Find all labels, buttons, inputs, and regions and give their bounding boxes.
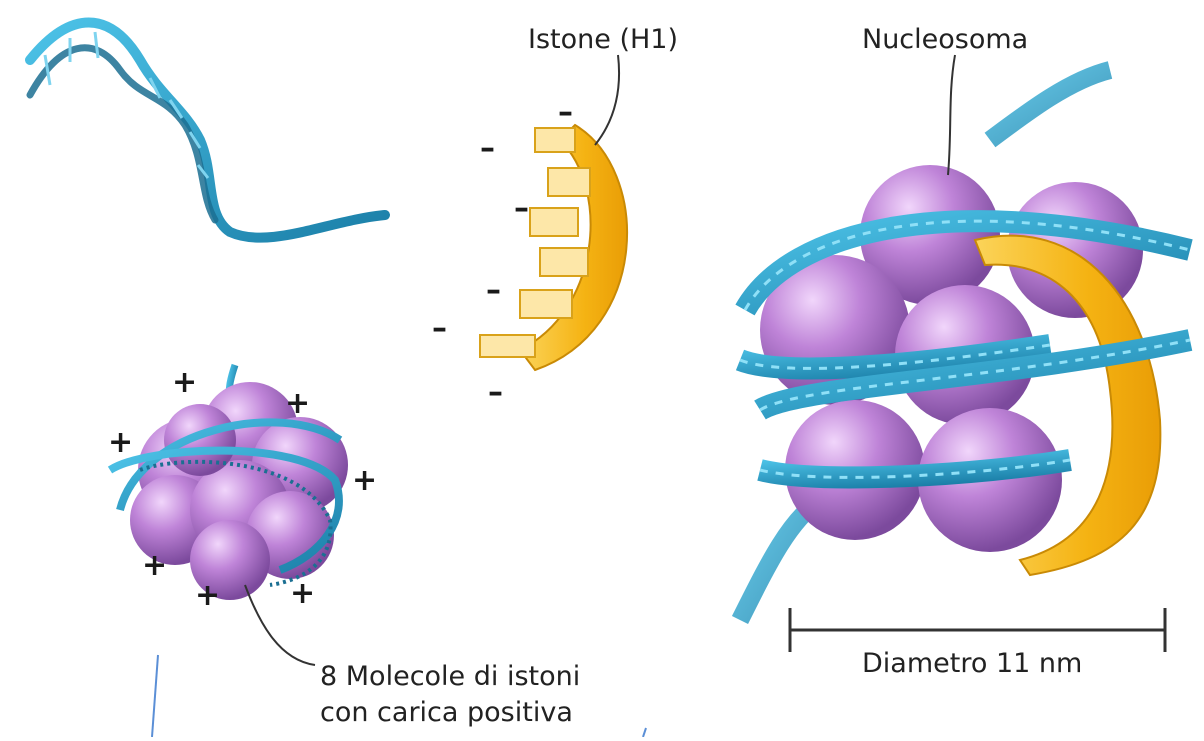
negative-sign: – (488, 375, 503, 410)
h1-histone-shape (480, 125, 627, 370)
negative-sign: – (486, 273, 501, 308)
stray-line (152, 655, 158, 737)
negative-sign: – (558, 95, 573, 130)
h1-leader-line (595, 55, 619, 145)
stray-line (643, 728, 646, 737)
octamer-label-line1: 8 Molecole di istoni (320, 661, 580, 692)
diameter-label: Diametro 11 nm (862, 648, 1082, 679)
positive-sign: + (142, 548, 167, 583)
diameter-scale-bar (790, 608, 1165, 652)
positive-sign: + (285, 386, 310, 421)
negative-sign: – (432, 311, 447, 346)
positive-sign: + (352, 463, 377, 498)
negative-sign: – (480, 131, 495, 166)
nucleosome-shape (740, 70, 1190, 620)
positive-sign: + (108, 425, 133, 460)
octamer-label-line2: con carica positiva (320, 697, 573, 728)
nucleosome-label: Nucleosoma (862, 24, 1028, 55)
positive-sign: + (290, 576, 315, 611)
nucleosome-leader-line (948, 55, 955, 175)
positive-sign: + (172, 365, 197, 400)
positive-sign: + (195, 578, 220, 613)
dna-helix-icon (30, 23, 385, 238)
negative-sign: – (514, 191, 529, 226)
h1-label: Istone (H1) (528, 24, 678, 55)
